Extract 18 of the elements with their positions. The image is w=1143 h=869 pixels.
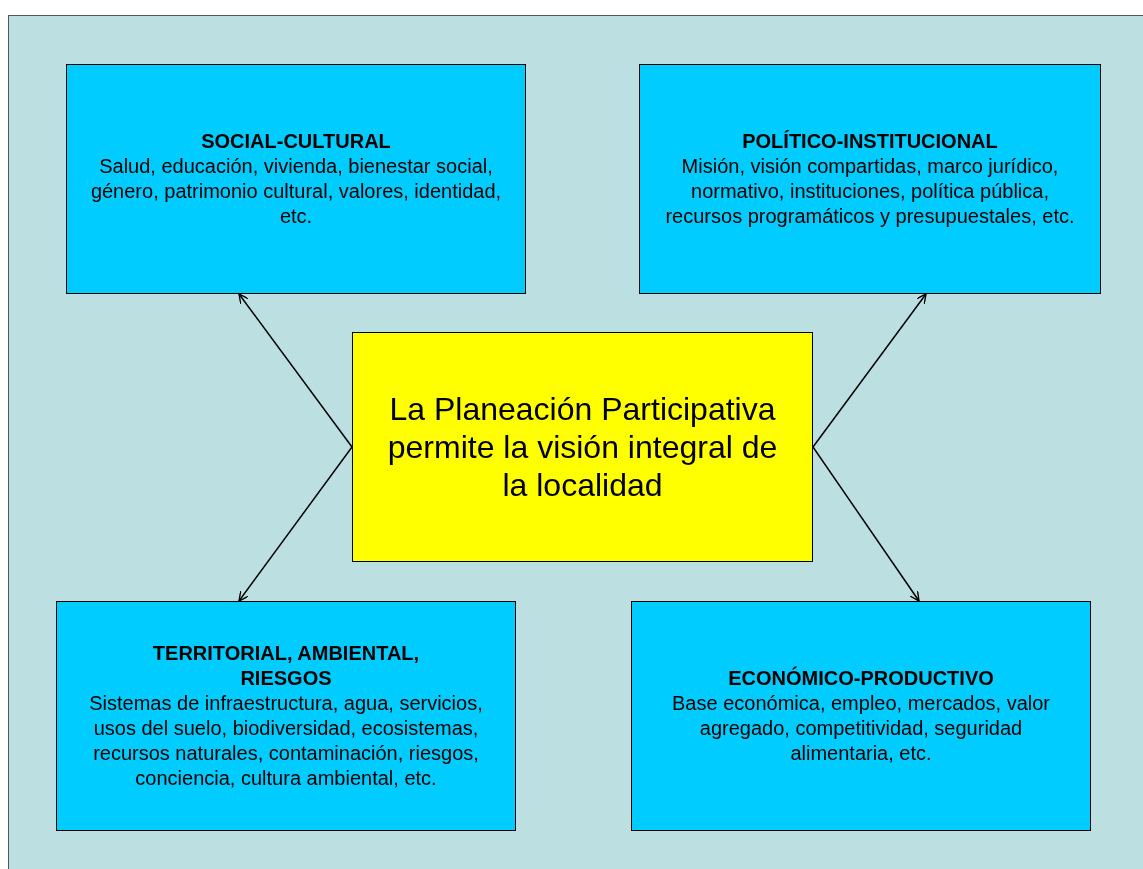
- topic-description: Misión, visión compartidas, marco jurídico, normativo, instituciones, política pública, recursos programáticos y presupuestales, etc.: [664, 154, 1076, 229]
- arrow: [812, 293, 927, 448]
- topic-description: Sistemas de infraestructura, agua, servicios, usos del suelo, biodiversidad, ecosistemas, recursos naturales, contaminación, riesgos, conciencia, cultura ambiental, etc.: [88, 691, 484, 791]
- topic-box: [631, 601, 1091, 831]
- topic-heading: TERRITORIAL, AMBIENTAL, RIESGOS: [151, 641, 421, 691]
- topic-description: Base económica, empleo, mercados, valor agregado, competitividad, seguridad alimentaria, etc.: [671, 691, 1051, 766]
- topic-heading: SOCIAL-CULTURAL: [200, 129, 392, 154]
- central-box: [352, 332, 813, 562]
- topic-box: [66, 64, 526, 294]
- topic-box: [639, 64, 1101, 294]
- arrow: [812, 446, 920, 602]
- topic-description: Salud, educación, vivienda, bienestar social, género, patrimonio cultural, valores, identidad, etc.: [89, 154, 503, 229]
- arrow: [238, 446, 353, 602]
- topic-heading: ECONÓMICO-PRODUCTIVO: [727, 666, 995, 691]
- topic-heading: POLÍTICO-INSTITUCIONAL: [741, 129, 999, 154]
- central-text: La Planeación Participativa permite la visión integral de la localidad: [386, 390, 779, 504]
- topic-box: [56, 601, 516, 831]
- arrow: [238, 293, 353, 448]
